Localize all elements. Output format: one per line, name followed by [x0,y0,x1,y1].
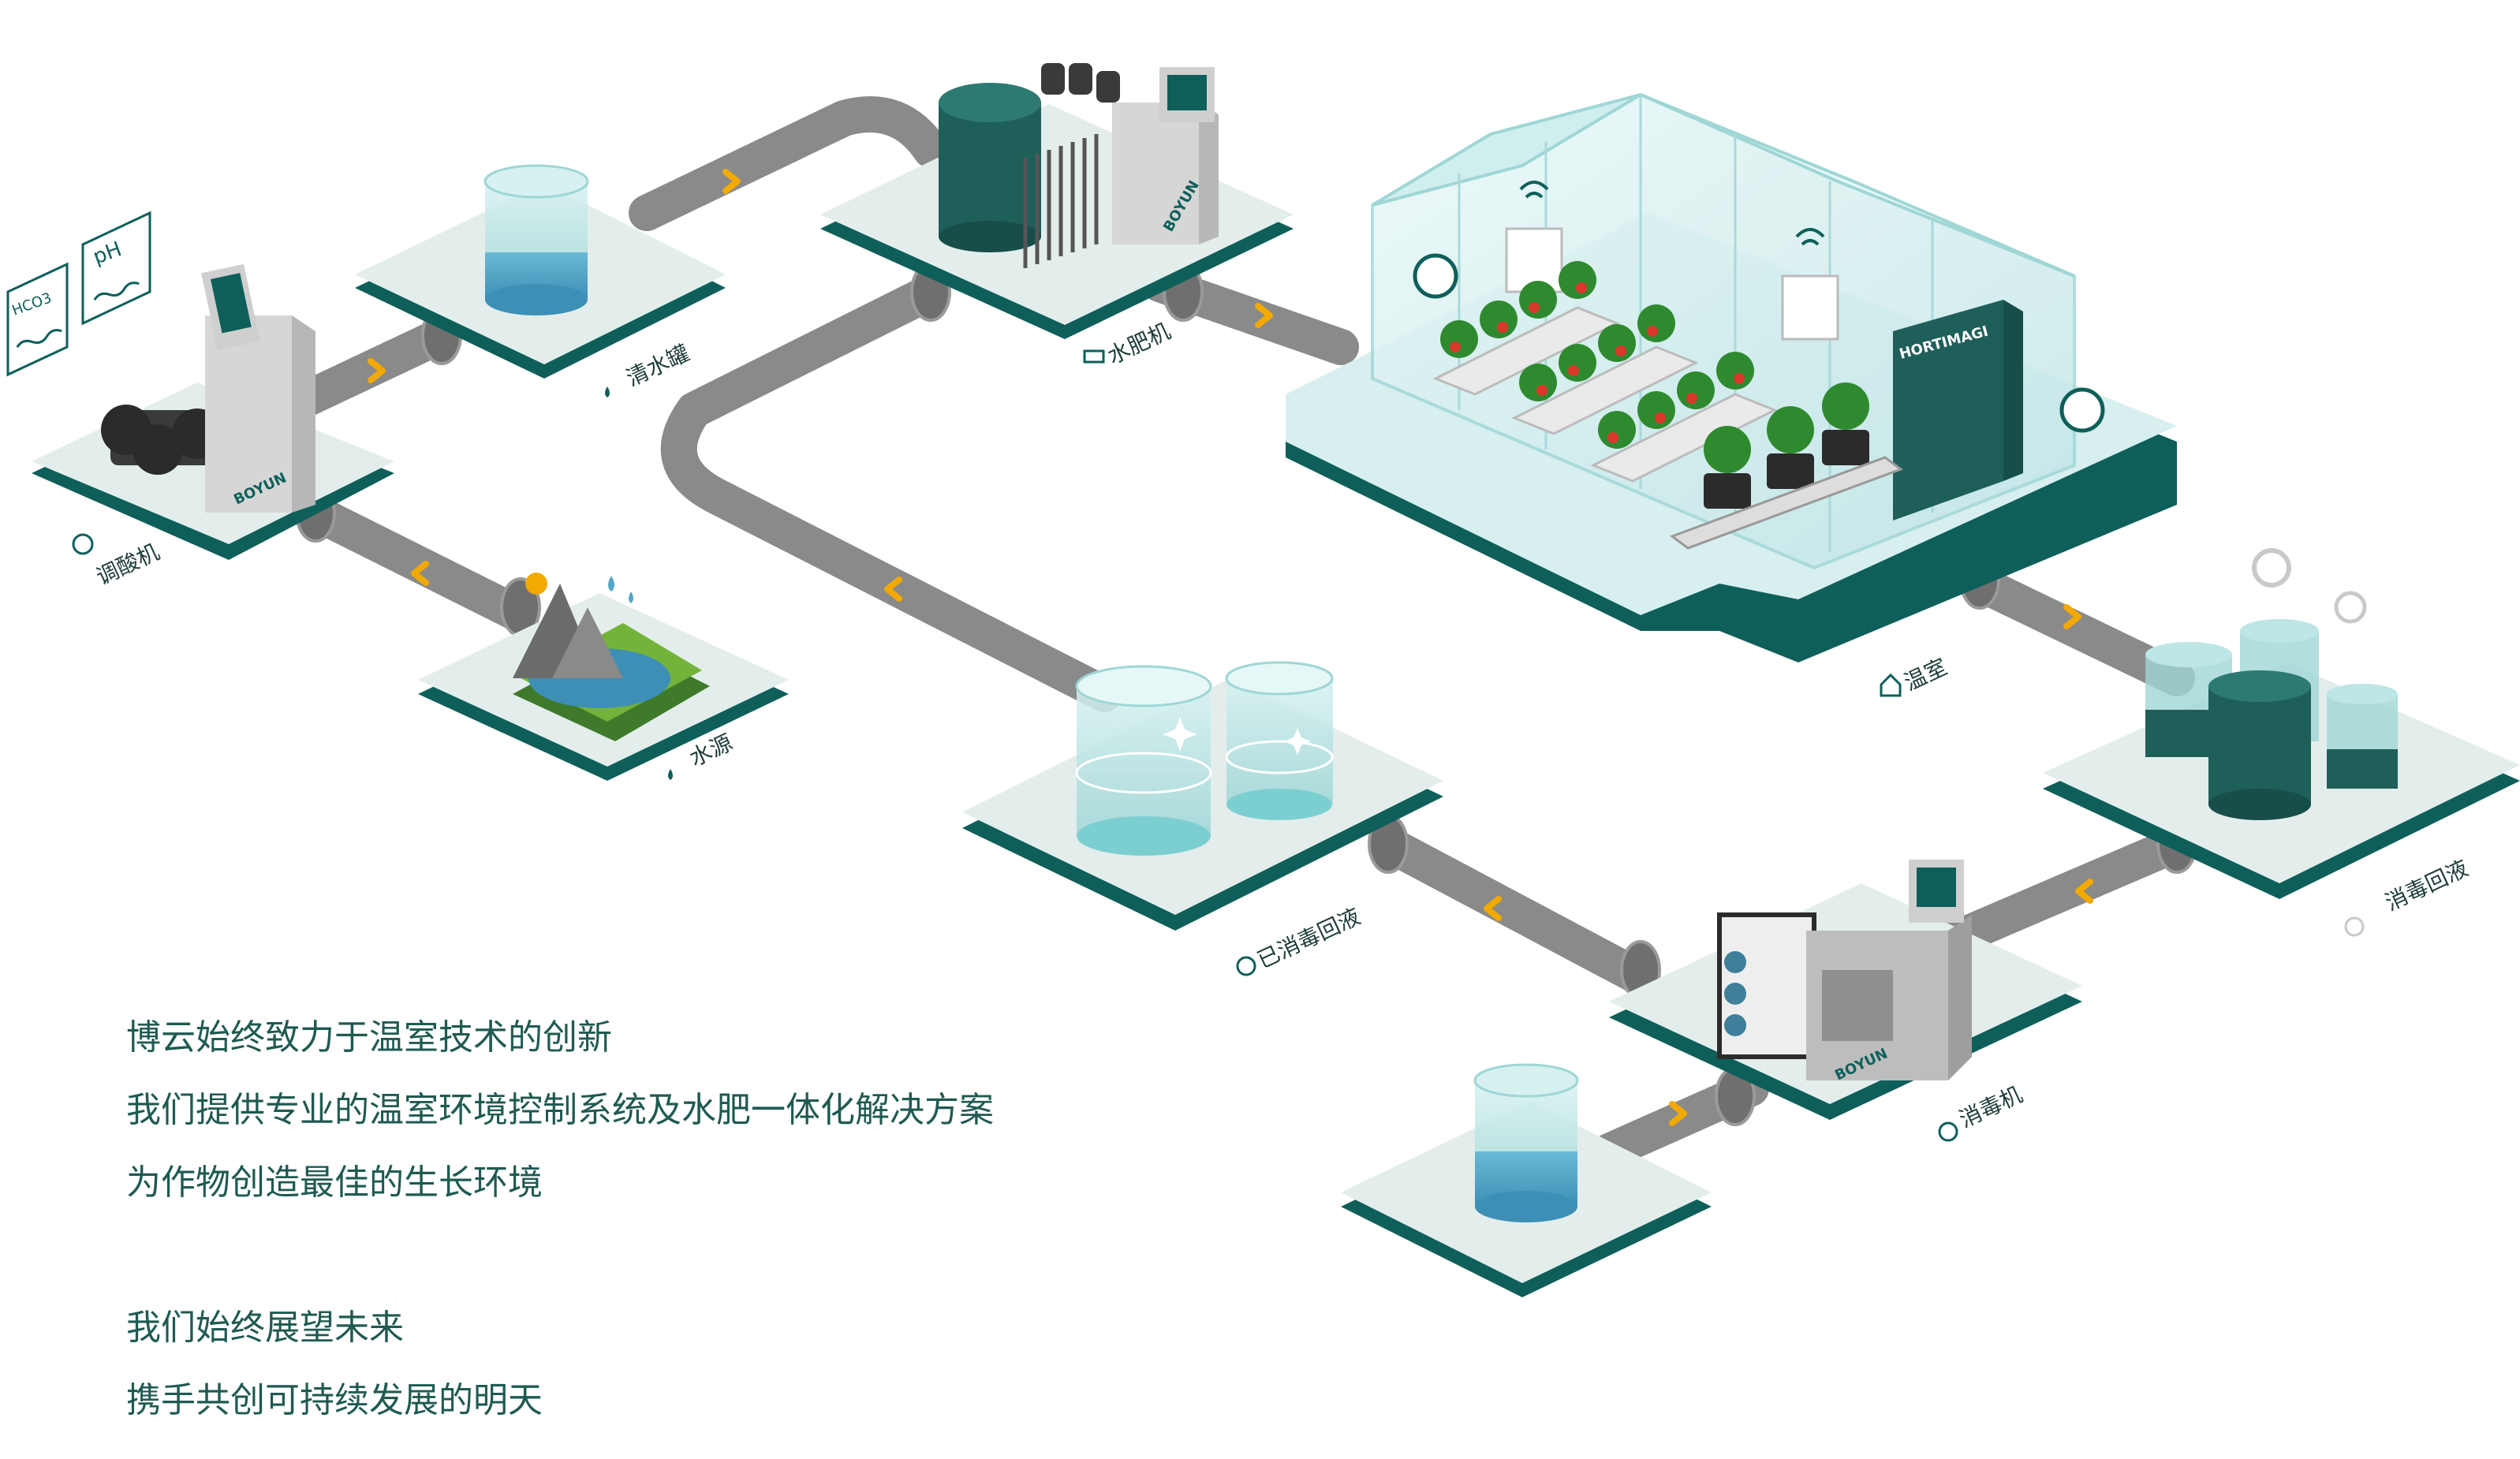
greenhouse-icon [1880,673,1902,697]
fertigation-icon [1083,349,1105,364]
intro-line: 我们提供专业的温室环境控制系统及水肥一体化解决方案 [126,1090,994,1130]
wifi-icon [1795,228,1825,246]
flow-arrow-icon [1484,896,1502,921]
clear-tank-icon [605,386,610,397]
greenhouse-label-group: 温室 [1880,654,1951,697]
sun-icon [525,573,547,595]
flow-arrow-icon [2063,604,2081,629]
disinfected-return-icon [1236,956,1256,976]
disinfect-return-label-group: 消毒回液 [2344,855,2472,937]
flow-arrow-icon [1669,1101,1687,1126]
fertigation-label-group: 水肥机 [1083,318,1174,369]
gear-icon [2252,548,2291,588]
greenhouse-structure: HORTIMAGI [1371,92,2105,570]
acid-machine-icon [72,533,94,555]
fan-icon [1413,253,1458,299]
fertigation-equipment: BOYUN [939,63,1219,268]
fertigation-label: 水肥机 [1103,318,1174,369]
disinfector-label-group: 消毒机 [1938,1081,2026,1142]
disinfected-return-label: 已消毒回液 [1253,903,1365,973]
clear-tank-label: 清水罐 [622,340,693,391]
flow-arrow-icon [411,561,429,586]
disinfected-return-tanks [1075,661,1334,856]
pipe-return-to-disinfector [1938,826,2195,957]
raindrop-icon [608,576,614,591]
ph-badge: pH [81,211,151,326]
disinfected-return-label-group: 已消毒回液 [1236,903,1365,976]
bottom-tank [1473,1063,1579,1222]
flow-arrow-icon [1255,303,1273,328]
acid-machine-label: 调酸机 [92,539,163,590]
disinfect-return-label: 消毒回液 [2381,855,2472,916]
disinfector-equipment: BOYUN [1717,860,1972,1084]
disinfect-return-tanks [2145,548,2398,820]
intro-line: 博云始终致力于温室技术的创新 [126,1017,612,1058]
intro-line: 携手共创可持续发展的明天 [126,1380,543,1420]
sensor-box [1781,274,1839,341]
wifi-icon [1519,181,1549,199]
disinfect-return-icon [2344,916,2365,937]
flow-arrow-icon [884,577,902,602]
sparkle-icon [1284,728,1311,755]
pipe-disinfected-to-fertigation [660,274,1122,712]
acid-machine-equipment: BOYUN [101,263,315,513]
acid-machine-label-group: 调酸机 [72,533,163,590]
greenhouse-label: 温室 [1900,654,1951,696]
flow-arrow-icon [368,358,386,383]
water-source-icon [668,769,673,780]
molecule-icon [2334,591,2367,624]
fan-icon [2059,387,2105,433]
flow-arrows [368,169,2093,1126]
pipe-source-to-acid [297,494,539,633]
intro-line: 我们始终展望未来 [126,1308,404,1348]
water-source-landscape [513,573,710,741]
flow-arrow-icon [722,169,741,194]
intro-line: 为作物创造最佳的生长环境 [126,1162,543,1203]
disinfector-label: 消毒机 [1955,1081,2026,1132]
intro-spacer [126,1219,994,1292]
clear-tank-label-group: 清水罐 [605,340,693,397]
raindrop-icon [629,591,633,603]
hco3-badge: HCO3 [6,262,69,377]
flow-arrow-icon [2075,879,2093,904]
plant-rows [1432,261,1904,550]
pipe-acid-to-clear-tank [282,317,460,420]
intro-text: 博云始终致力于温室技术的创新 我们提供专业的温室环境控制系统及水肥一体化解决方案… [126,1002,994,1437]
disinfector-icon [1938,1121,1958,1142]
sparkle-icon [1163,717,1197,752]
pipe-clear-tank-to-fertigation [629,96,949,231]
pipe-disinfector-to-disinfected [1370,826,1659,996]
clear-water-tank [483,164,589,315]
sensor-box [1505,227,1563,293]
